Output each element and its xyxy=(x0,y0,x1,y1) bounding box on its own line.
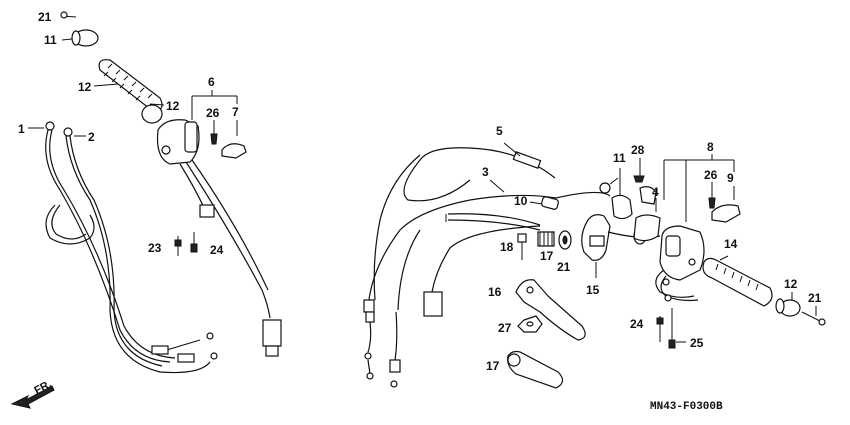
right-switch-housing xyxy=(659,225,705,281)
part-label: 17 xyxy=(540,249,554,263)
clamp-9 xyxy=(711,186,741,223)
part-label: 12 xyxy=(78,80,92,94)
part-label: 21 xyxy=(808,291,822,305)
part-label: 21 xyxy=(38,10,52,24)
part-label: 14 xyxy=(724,237,738,251)
part-label: 28 xyxy=(631,143,645,157)
screw-21-right xyxy=(801,306,826,326)
grip-end-12-left xyxy=(61,29,99,47)
left-switch-housing xyxy=(156,119,200,165)
part-label: 5 xyxy=(496,124,503,138)
screw-21-left xyxy=(60,11,77,19)
clutch-lever-17 xyxy=(515,279,586,341)
part-label: 10 xyxy=(514,194,528,208)
adjuster-11 xyxy=(599,168,633,220)
right-grip-15 xyxy=(702,255,773,307)
screws-24-25-right xyxy=(656,308,686,349)
part-label: 1 xyxy=(18,122,25,136)
part-label: 17 xyxy=(486,359,500,373)
part-label: 7 xyxy=(232,105,239,119)
left-grip-14 xyxy=(93,59,163,124)
screw-26-right xyxy=(708,182,716,209)
part-label: 12 xyxy=(784,277,798,291)
part-label: 24 xyxy=(210,243,224,257)
clutch-switch-wires xyxy=(423,213,541,317)
throttle-cables xyxy=(45,121,218,374)
part-label: 16 xyxy=(488,285,502,299)
part-label: 8 xyxy=(707,140,714,154)
nut-27 xyxy=(517,315,543,333)
front-direction-arrow xyxy=(10,385,55,409)
part-label: 11 xyxy=(613,151,626,165)
spring-19 xyxy=(537,231,555,247)
leader-13 xyxy=(149,103,165,106)
screws-23-24-left xyxy=(174,232,198,256)
right-switch-wires xyxy=(655,269,699,302)
left-wire-harness xyxy=(179,159,282,357)
diagram-code: MN43-F0300B xyxy=(650,401,723,413)
collar-22 xyxy=(558,230,572,250)
cable-3 xyxy=(367,154,611,320)
screw-26-left xyxy=(210,120,218,145)
bolt-20 xyxy=(517,233,527,260)
part-label: 4 xyxy=(652,185,659,199)
grip-end-12-right xyxy=(775,292,801,317)
part-label: 27 xyxy=(498,321,512,335)
lower-cable-ends xyxy=(363,229,421,388)
part-label: 11 xyxy=(44,33,57,47)
screw-28 xyxy=(633,158,657,205)
sleeve-10 xyxy=(529,196,559,210)
bracket-8 xyxy=(663,154,735,222)
part-label: 24 xyxy=(630,317,644,331)
part-label: 9 xyxy=(727,171,734,185)
part-label: 2 xyxy=(88,130,95,144)
part-label: 26 xyxy=(704,168,718,182)
bracket-4 xyxy=(633,198,661,242)
cable-5 xyxy=(403,142,556,202)
part-label: 26 xyxy=(206,106,220,120)
part-label: 6 xyxy=(208,75,215,89)
part-label: 25 xyxy=(690,336,704,350)
part-label: 3 xyxy=(482,165,489,179)
clamp-7 xyxy=(221,120,247,159)
part-label: 23 xyxy=(148,241,162,255)
part-label: 18 xyxy=(500,240,514,254)
front-direction-label: FR. xyxy=(32,378,53,397)
part-label: 15 xyxy=(586,283,600,297)
part-label: 21 xyxy=(557,260,571,274)
part-label: 12 xyxy=(166,99,180,113)
bracket-6 xyxy=(191,90,238,120)
lever-cover-18 xyxy=(507,350,564,389)
